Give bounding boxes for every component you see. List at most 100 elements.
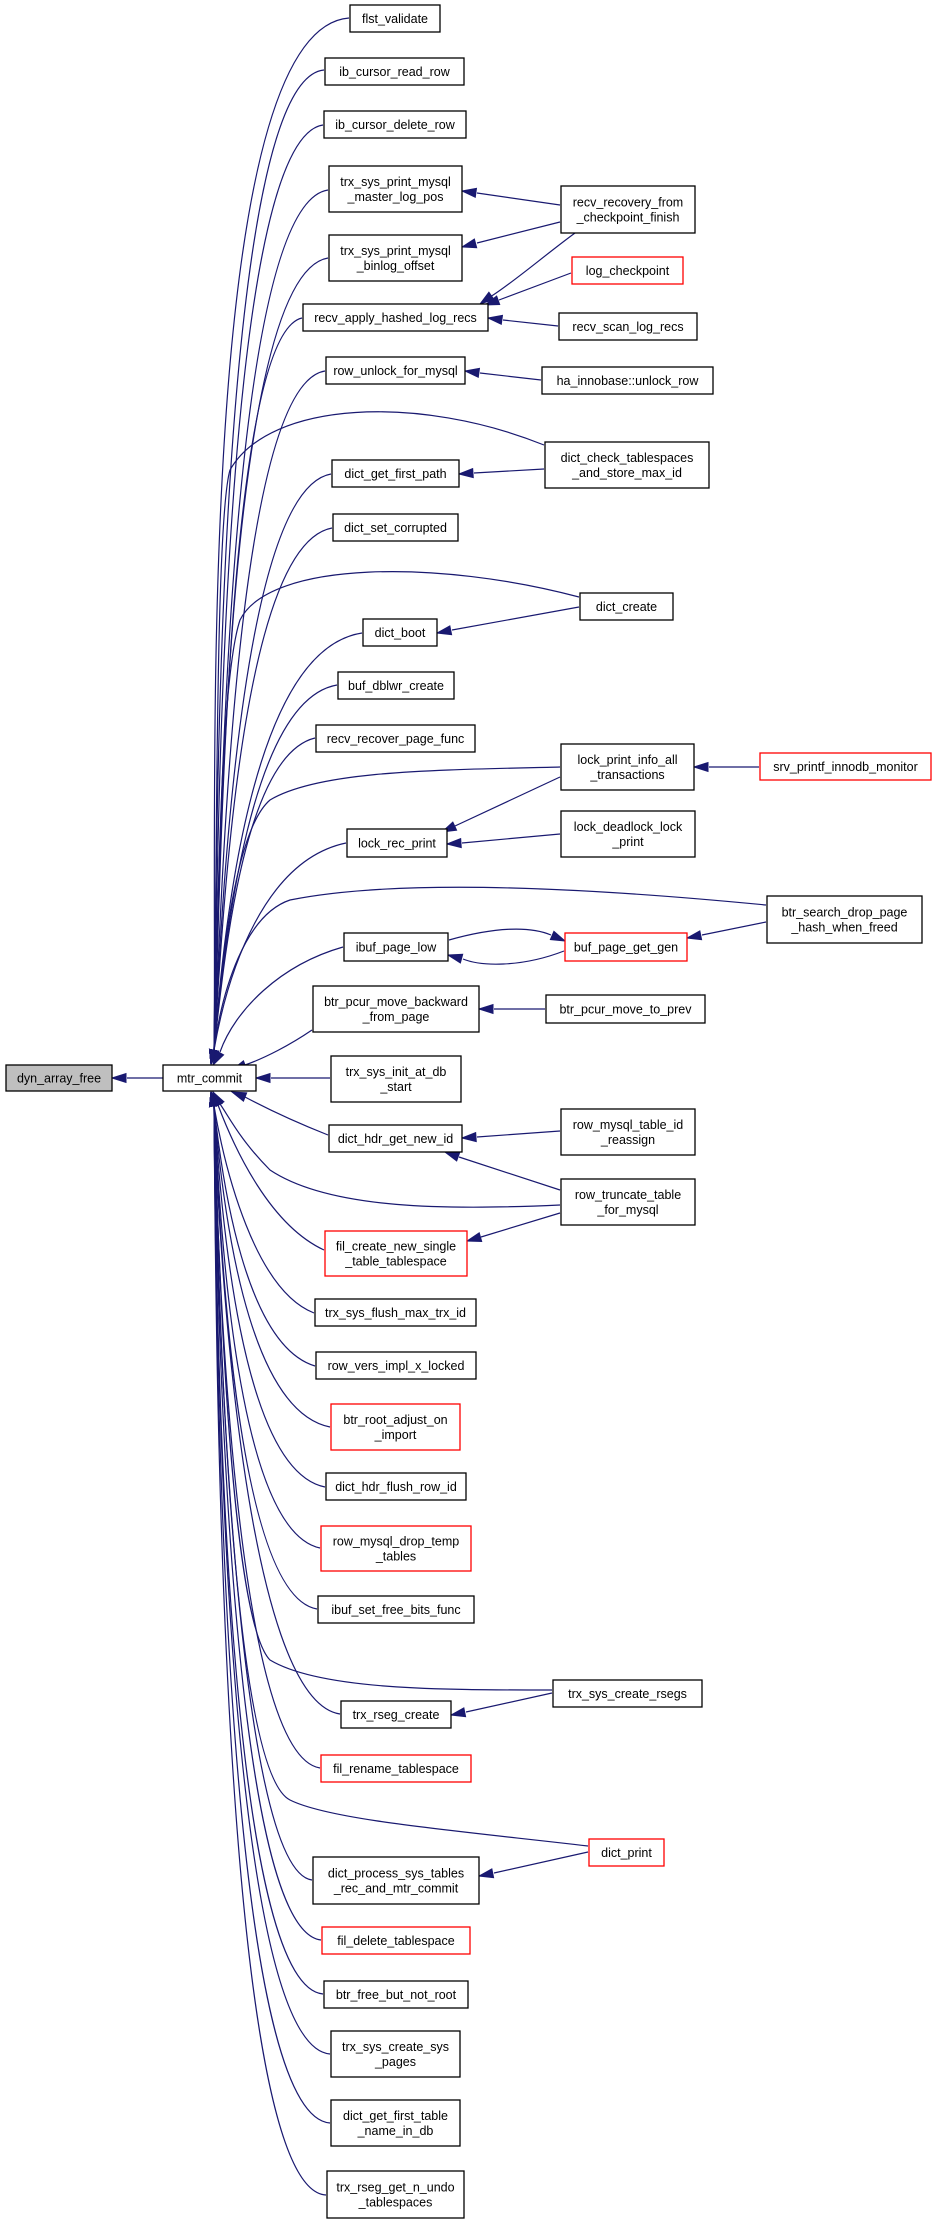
node-lock_rec_print[interactable]: lock_rec_print [346, 828, 448, 858]
node-mtr_commit[interactable]: mtr_commit [162, 1064, 257, 1092]
node-box[interactable] [362, 618, 438, 647]
node-box[interactable] [544, 441, 710, 489]
node-btr_free_but_not_root[interactable]: btr_free_but_not_root [323, 1980, 469, 2009]
node-btr_search_drop_page_hash_when_freed[interactable]: btr_search_drop_page_hash_when_freed [766, 895, 923, 944]
node-box[interactable] [560, 185, 696, 234]
node-box[interactable] [330, 1055, 462, 1103]
node-box[interactable] [560, 1108, 696, 1156]
node-dict_get_first_path[interactable]: dict_get_first_path [331, 459, 460, 488]
node-ib_cursor_delete_row[interactable]: ib_cursor_delete_row [323, 110, 467, 139]
node-trx_sys_print_mysql_binlog_offset[interactable]: trx_sys_print_mysql_binlog_offset [328, 234, 463, 282]
node-box[interactable] [759, 752, 932, 781]
node-recv_scan_log_recs[interactable]: recv_scan_log_recs [558, 312, 698, 341]
node-box[interactable] [337, 671, 455, 700]
node-box[interactable] [564, 932, 688, 962]
node-dict_boot[interactable]: dict_boot [362, 618, 438, 647]
node-buf_page_get_gen[interactable]: buf_page_get_gen [564, 932, 688, 962]
node-recv_apply_hashed_log_recs[interactable]: recv_apply_hashed_log_recs [302, 303, 489, 332]
node-box[interactable] [323, 1980, 469, 2009]
node-box[interactable] [560, 810, 696, 858]
node-box[interactable] [324, 57, 465, 86]
node-box[interactable] [328, 234, 463, 282]
node-ibuf_set_free_bits_func[interactable]: ibuf_set_free_bits_func [317, 1595, 475, 1624]
node-box[interactable] [558, 312, 698, 341]
node-dict_hdr_flush_row_id[interactable]: dict_hdr_flush_row_id [325, 1472, 467, 1501]
node-box[interactable] [330, 1403, 461, 1451]
node-box[interactable] [312, 985, 480, 1033]
node-box[interactable] [315, 1351, 477, 1380]
node-fil_create_new_single_table_tablespace[interactable]: fil_create_new_single_table_tablespace [324, 1230, 468, 1277]
node-box[interactable] [579, 592, 674, 621]
node-box[interactable] [325, 1472, 467, 1501]
node-flst_validate[interactable]: flst_validate [349, 4, 441, 33]
node-row_mysql_table_id_reassign[interactable]: row_mysql_table_id_reassign [560, 1108, 696, 1156]
node-trx_rseg_create[interactable]: trx_rseg_create [340, 1700, 452, 1729]
node-box[interactable] [560, 743, 695, 791]
node-dyn_array_free[interactable]: dyn_array_free [5, 1064, 113, 1092]
node-box[interactable] [588, 1838, 665, 1867]
node-dict_check_tablespaces_and_store_max_id[interactable]: dict_check_tablespaces_and_store_max_id [544, 441, 710, 489]
node-row_mysql_drop_temp_tables[interactable]: row_mysql_drop_temp_tables [320, 1525, 472, 1572]
node-dict_process_sys_tables_rec_and_mtr_commit[interactable]: dict_process_sys_tables_rec_and_mtr_comm… [312, 1856, 480, 1905]
node-dict_print[interactable]: dict_print [588, 1838, 665, 1867]
node-trx_sys_init_at_db_start[interactable]: trx_sys_init_at_db_start [330, 1055, 462, 1103]
node-box[interactable] [302, 303, 489, 332]
node-fil_rename_tablespace[interactable]: fil_rename_tablespace [320, 1754, 472, 1783]
node-recv_recovery_from_checkpoint_finish[interactable]: recv_recovery_from_checkpoint_finish [560, 185, 696, 234]
node-box[interactable] [545, 994, 706, 1024]
node-trx_sys_create_rsegs[interactable]: trx_sys_create_rsegs [552, 1679, 703, 1708]
node-box[interactable] [330, 2030, 461, 2078]
node-lock_print_info_all_transactions[interactable]: lock_print_info_all_transactions [560, 743, 695, 791]
node-box[interactable] [326, 2170, 465, 2219]
node-box[interactable] [328, 1124, 463, 1153]
node-box[interactable] [571, 256, 684, 285]
node-box[interactable] [330, 2099, 461, 2147]
node-box[interactable] [331, 459, 460, 488]
node-row_truncate_table_for_mysql[interactable]: row_truncate_table_for_mysql [560, 1178, 696, 1226]
node-dict_create[interactable]: dict_create [579, 592, 674, 621]
node-box[interactable] [323, 110, 467, 139]
node-box[interactable] [349, 4, 441, 33]
node-box[interactable] [552, 1679, 703, 1708]
node-trx_rseg_get_n_undo_tablespaces[interactable]: trx_rseg_get_n_undo_tablespaces [326, 2170, 465, 2219]
node-box[interactable] [312, 1856, 480, 1905]
node-box[interactable] [343, 932, 449, 962]
node-fil_delete_tablespace[interactable]: fil_delete_tablespace [321, 1926, 471, 1955]
node-box[interactable] [317, 1595, 475, 1624]
node-box[interactable] [340, 1700, 452, 1729]
node-dict_set_corrupted[interactable]: dict_set_corrupted [332, 513, 459, 542]
node-log_checkpoint[interactable]: log_checkpoint [571, 256, 684, 285]
node-ibuf_page_low[interactable]: ibuf_page_low [343, 932, 449, 962]
node-trx_sys_create_sys_pages[interactable]: trx_sys_create_sys_pages [330, 2030, 461, 2078]
node-buf_dblwr_create[interactable]: buf_dblwr_create [337, 671, 455, 700]
node-lock_deadlock_lock_print[interactable]: lock_deadlock_lock_print [560, 810, 696, 858]
node-box[interactable] [541, 366, 714, 395]
node-box[interactable] [766, 895, 923, 944]
node-btr_pcur_move_to_prev[interactable]: btr_pcur_move_to_prev [545, 994, 706, 1024]
node-recv_recover_page_func[interactable]: recv_recover_page_func [315, 724, 476, 753]
node-box[interactable] [324, 1230, 468, 1277]
node-box[interactable] [332, 513, 459, 542]
node-box[interactable] [162, 1064, 257, 1092]
node-row_vers_impl_x_locked[interactable]: row_vers_impl_x_locked [315, 1351, 477, 1380]
node-trx_sys_flush_max_trx_id[interactable]: trx_sys_flush_max_trx_id [314, 1298, 477, 1327]
node-btr_root_adjust_on_import[interactable]: btr_root_adjust_on_import [330, 1403, 461, 1451]
node-dict_get_first_table_name_in_db[interactable]: dict_get_first_table_name_in_db [330, 2099, 461, 2147]
node-box[interactable] [346, 828, 448, 858]
node-ha_innobase_unlock_row[interactable]: ha_innobase::unlock_row [541, 366, 714, 395]
node-btr_pcur_move_backward_from_page[interactable]: btr_pcur_move_backward_from_page [312, 985, 480, 1033]
node-box[interactable] [315, 724, 476, 753]
node-box[interactable] [314, 1298, 477, 1327]
node-box[interactable] [5, 1064, 113, 1092]
node-row_unlock_for_mysql[interactable]: row_unlock_for_mysql [325, 356, 466, 385]
node-box[interactable] [321, 1926, 471, 1955]
node-trx_sys_print_mysql_master_log_pos[interactable]: trx_sys_print_mysql_master_log_pos [328, 165, 463, 213]
node-dict_hdr_get_new_id[interactable]: dict_hdr_get_new_id [328, 1124, 463, 1153]
node-box[interactable] [320, 1754, 472, 1783]
node-box[interactable] [328, 165, 463, 213]
node-ib_cursor_read_row[interactable]: ib_cursor_read_row [324, 57, 465, 86]
node-srv_printf_innodb_monitor[interactable]: srv_printf_innodb_monitor [759, 752, 932, 781]
node-box[interactable] [320, 1525, 472, 1572]
node-box[interactable] [325, 356, 466, 385]
node-box[interactable] [560, 1178, 696, 1226]
